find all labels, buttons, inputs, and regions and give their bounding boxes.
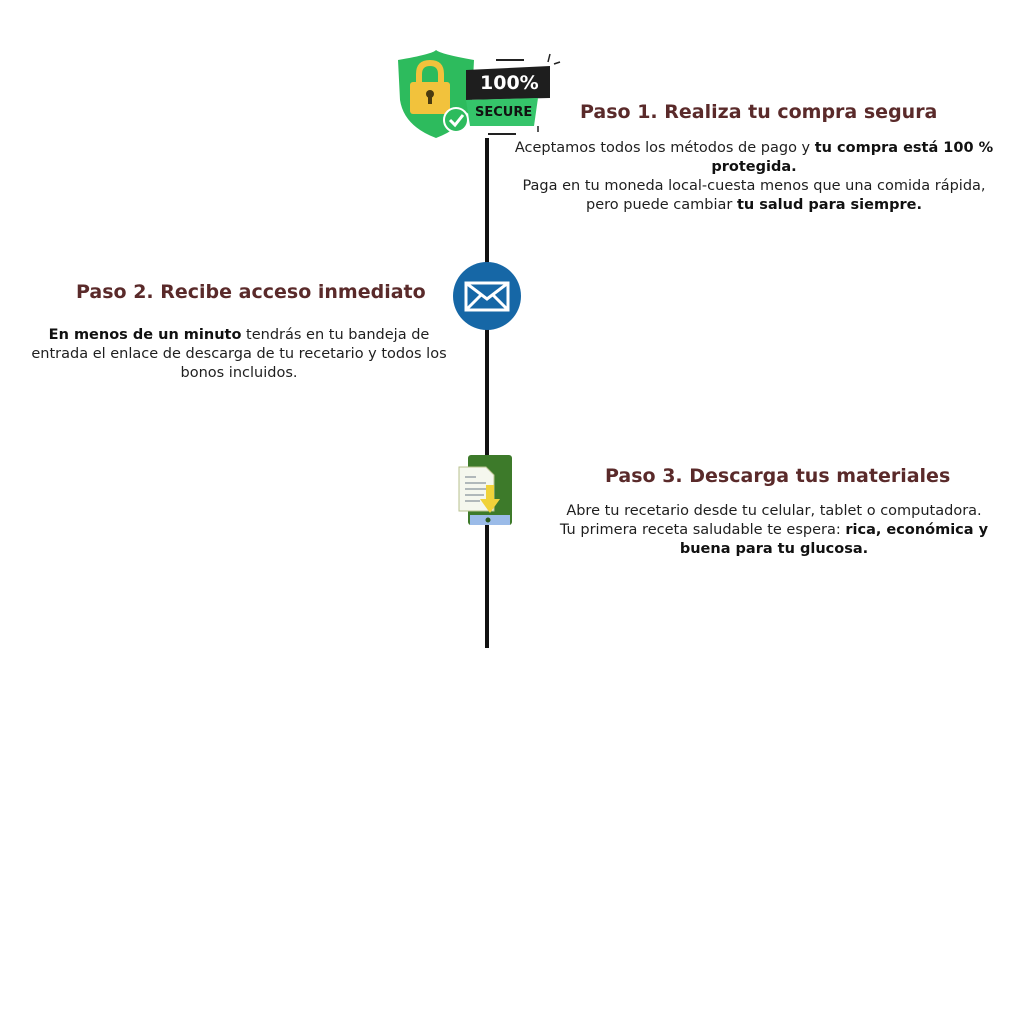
step-1-line: Aceptamos todos los métodos de pago y tu… (484, 139, 1024, 158)
bold-text: rica, económica y (845, 522, 989, 538)
body-text: pero puede cambiar (586, 197, 737, 213)
bold-text: protegida. (711, 159, 797, 175)
step-2-body: En menos de un minuto tendrás en tu band… (0, 326, 478, 383)
shield-lock-icon (398, 50, 561, 138)
body-text: Paga en tu moneda local-cuesta menos que… (522, 178, 986, 194)
bold-text: tu compra está 100 % (814, 140, 994, 156)
bold-text: tu salud para siempre. (736, 197, 922, 213)
envelope-icon (453, 262, 521, 330)
body-text: Abre tu recetario desde tu celular, tabl… (566, 503, 982, 519)
badge-secure-label: SECURE (475, 105, 533, 120)
tablet-download-icon (458, 455, 512, 525)
bold-text: buena para tu glucosa. (679, 541, 869, 557)
body-text: entrada el enlace de descarga de tu rece… (31, 346, 447, 362)
step-1-line: pero puede cambiar tu salud para siempre… (484, 196, 1024, 215)
step-2-title: Paso 2. Recibe acceso inmediato (76, 281, 426, 303)
body-text: tendrás en tu bandeja de (241, 327, 430, 343)
badge-percent-label: 100% (480, 72, 539, 94)
step-1-title: Paso 1. Realiza tu compra segura (580, 101, 938, 123)
secure-badge: 100% SECURE (388, 48, 568, 140)
body-text: Aceptamos todos los métodos de pago y (514, 140, 815, 156)
timeline-line (485, 138, 489, 648)
step-1-line: protegida. (484, 158, 1024, 177)
step-2-line: En menos de un minuto tendrás en tu band… (0, 326, 478, 345)
step-1-body: Aceptamos todos los métodos de pago y tu… (484, 139, 1024, 215)
body-text: bonos incluidos. (180, 365, 298, 381)
step-3-title: Paso 3. Descarga tus materiales (605, 465, 951, 487)
envelope-badge (453, 262, 521, 330)
step-3-line: Tu primera receta saludable te espera: r… (526, 521, 1022, 540)
step-1-line: Paga en tu moneda local-cuesta menos que… (484, 177, 1024, 196)
tablet-download-badge (456, 455, 516, 527)
bold-text: En menos de un minuto (48, 327, 242, 343)
body-text: Tu primera receta saludable te espera: (559, 522, 846, 538)
step-3-line: Abre tu recetario desde tu celular, tabl… (526, 502, 1022, 521)
step-2-line: bonos incluidos. (0, 364, 478, 383)
step-2-line: entrada el enlace de descarga de tu rece… (0, 345, 478, 364)
step-3-line: buena para tu glucosa. (526, 540, 1022, 559)
step-3-body: Abre tu recetario desde tu celular, tabl… (526, 502, 1022, 559)
